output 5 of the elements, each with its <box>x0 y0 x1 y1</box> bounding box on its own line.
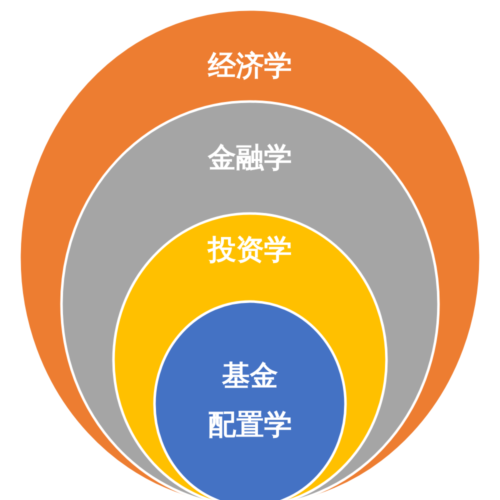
circle-label: 经济学 <box>208 50 292 82</box>
circle-label: 投资学 <box>208 234 292 266</box>
circle-label: 配置学 <box>208 408 292 442</box>
circle-label: 金融学 <box>208 142 292 174</box>
circle-label: 基金 <box>222 360 278 392</box>
